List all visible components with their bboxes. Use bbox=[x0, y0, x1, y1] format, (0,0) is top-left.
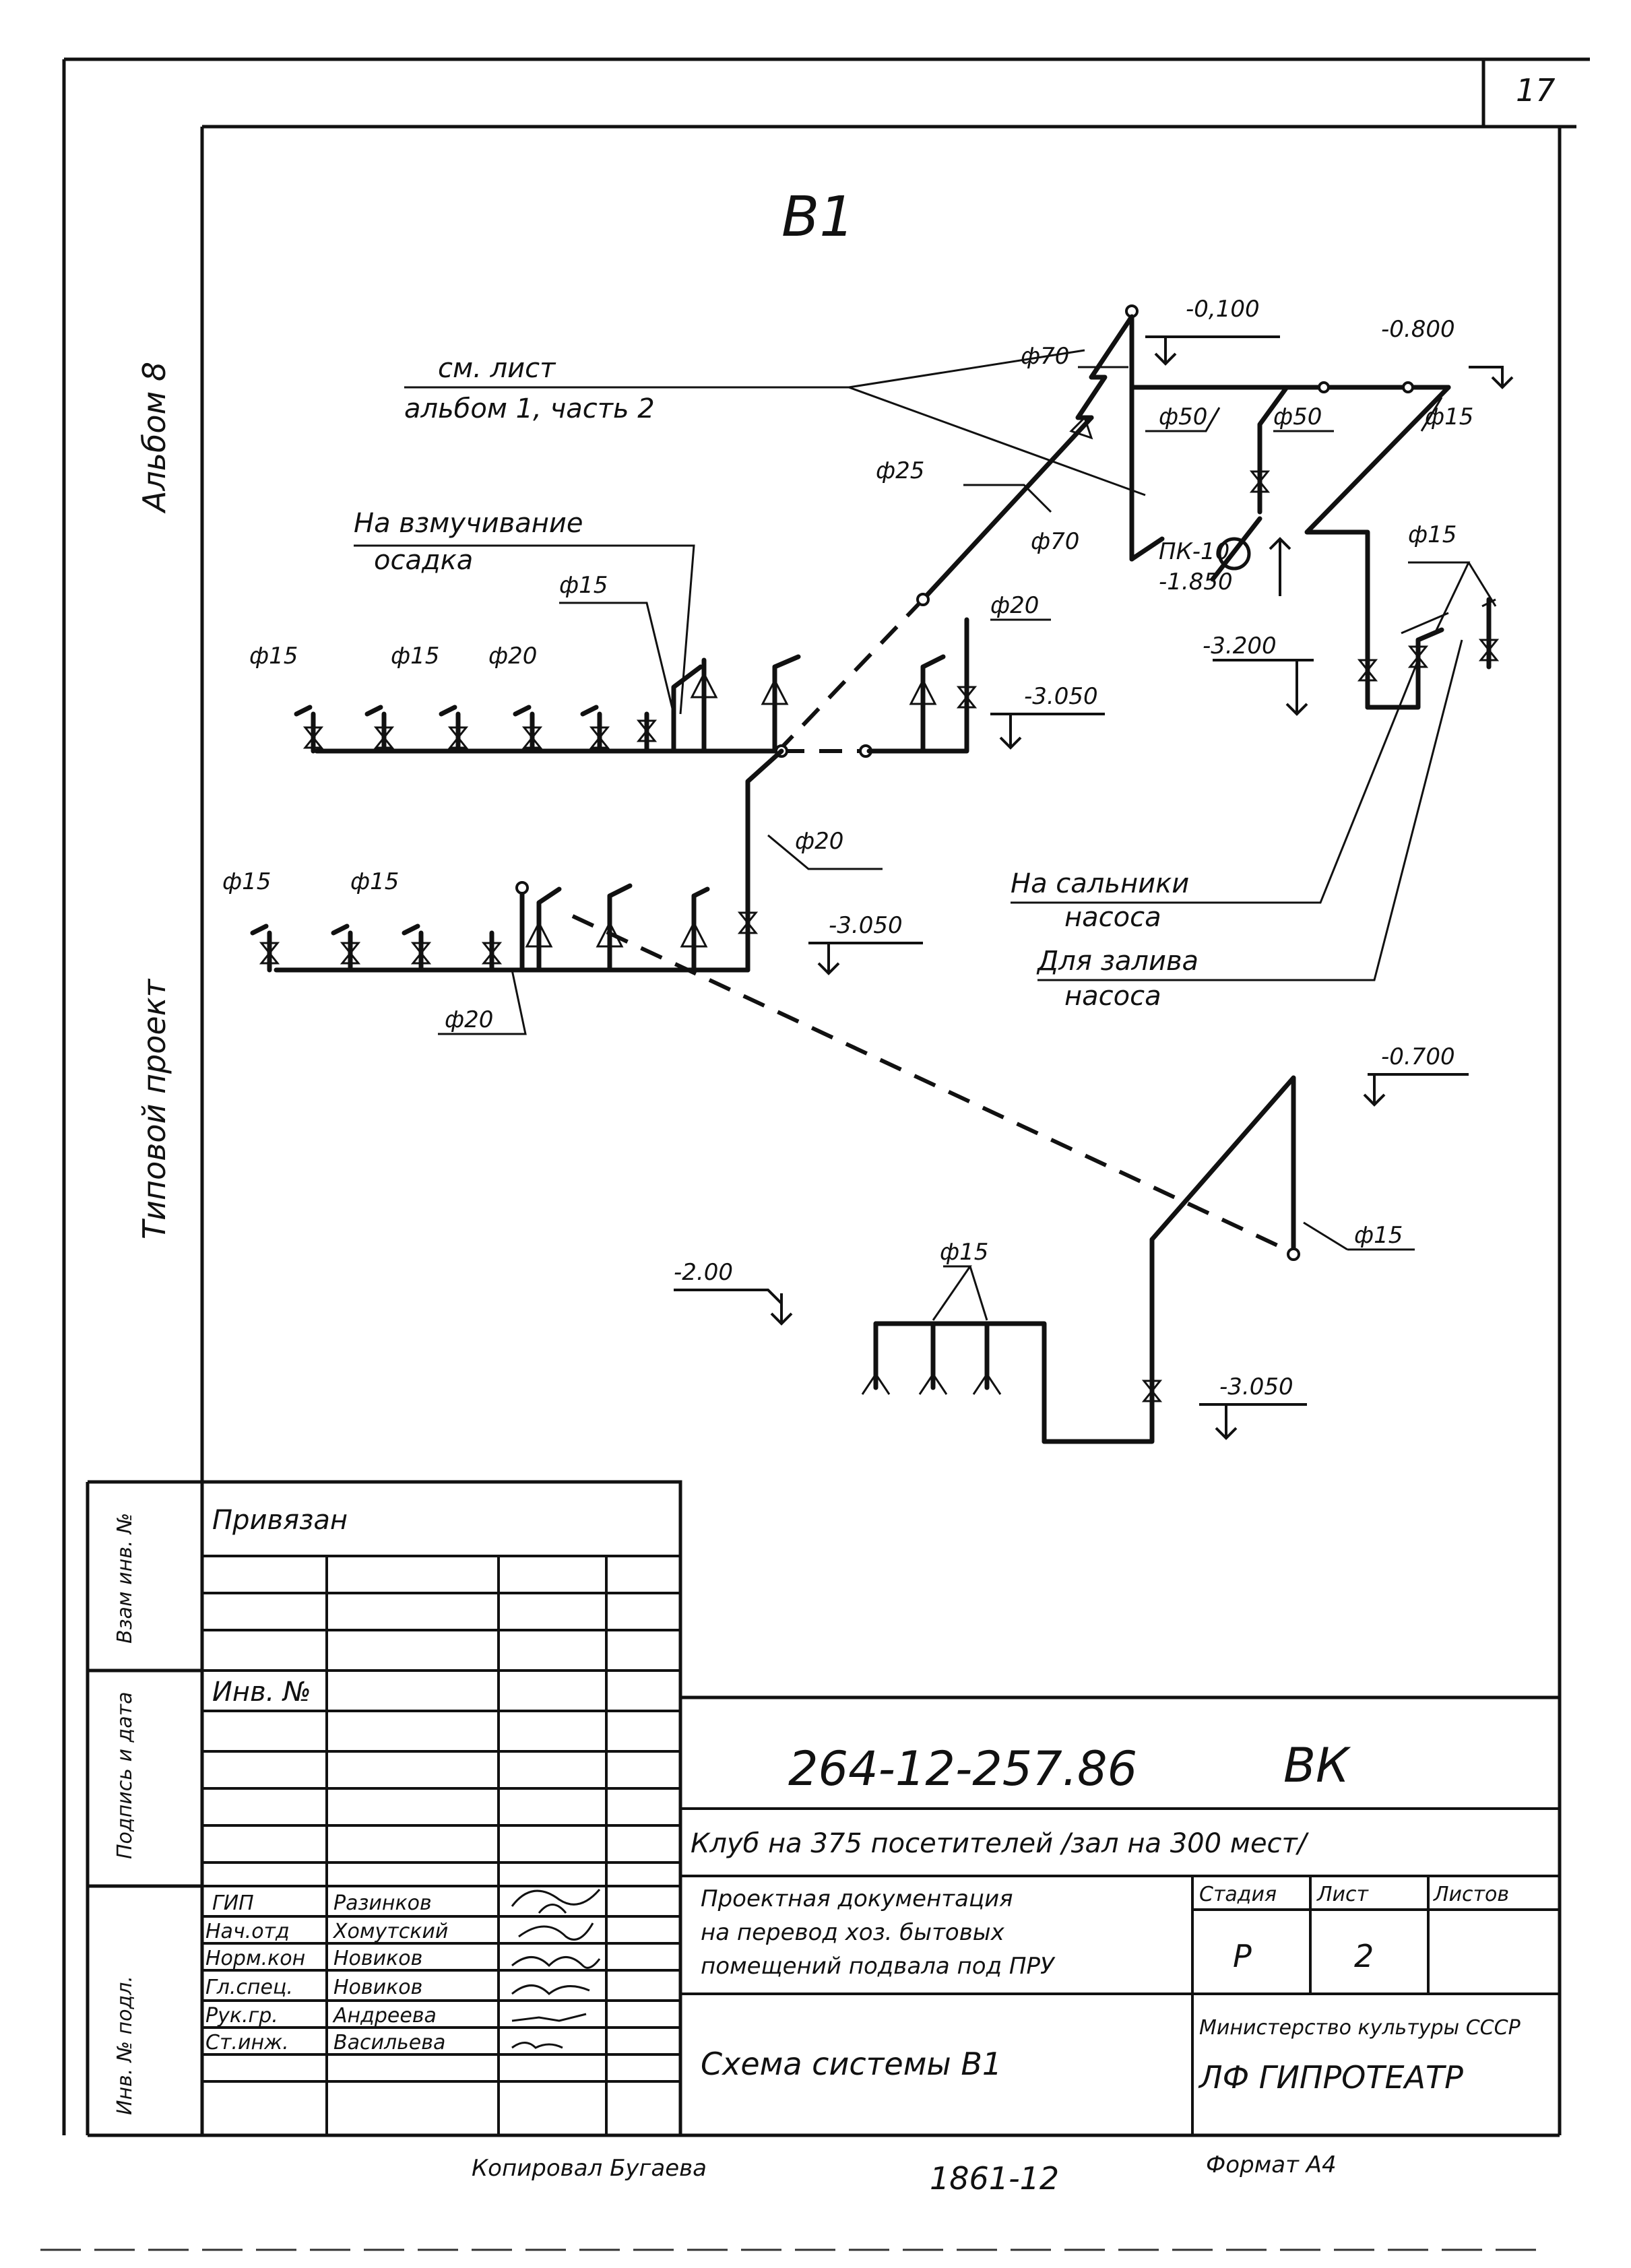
staff-role-4: Рук.гр. bbox=[205, 2004, 278, 2028]
staff-name-2: Новиков bbox=[333, 1947, 422, 1970]
privyazan: Привязан bbox=[212, 1505, 348, 1536]
diam-d15-valve: ф15 bbox=[559, 572, 608, 599]
diam-d20-a: ф20 bbox=[488, 643, 537, 670]
level-3050-b: -3.050 bbox=[829, 912, 903, 939]
lower-loop bbox=[1042, 1075, 1296, 1444]
note-salniki-1: На сальники bbox=[1011, 868, 1189, 899]
staff-name-5: Васильева bbox=[333, 2031, 445, 2054]
stage-value: Р bbox=[1233, 1938, 1252, 1974]
note-vzmuch-2: осадка bbox=[374, 545, 473, 576]
archive-no: 1861-12 bbox=[930, 2160, 1059, 2197]
dashed-link bbox=[571, 914, 1295, 1255]
stamp-vzam: Взам инв. № bbox=[113, 1513, 137, 1644]
diam-d20-mid: ф20 bbox=[795, 828, 843, 855]
diam-d15-top: ф15 bbox=[1425, 403, 1473, 430]
diam-d15-a: ф15 bbox=[249, 643, 298, 670]
diam-d15-right: ф15 bbox=[1408, 521, 1457, 548]
sheet-value: 2 bbox=[1354, 1938, 1374, 1974]
diam-d25: ф25 bbox=[876, 457, 924, 484]
stamp-podpis: Подпись и дата bbox=[113, 1692, 137, 1860]
note-zaliv-1: Для залива bbox=[1036, 946, 1198, 977]
staff-role-5: Ст.инж. bbox=[205, 2031, 289, 2054]
org: ЛФ ГИПРОТЕАТР bbox=[1198, 2059, 1463, 2096]
doc-code: 264-12-257.86 bbox=[788, 1741, 1137, 1796]
diam-d15-c: ф15 bbox=[222, 868, 271, 895]
note-line1: см. лист bbox=[438, 353, 556, 384]
doc-mark: ВК bbox=[1283, 1738, 1351, 1793]
stamp-inv-podl: Инв. № подл. bbox=[113, 1976, 137, 2115]
diam-d50-a: ф50 bbox=[1159, 403, 1207, 430]
level-3050-a: -3.050 bbox=[1024, 683, 1098, 710]
diam-d70-top: ф70 bbox=[1021, 343, 1069, 370]
staff-role-0: ГИП bbox=[212, 1891, 254, 1915]
piping-diagram: ПК-10 bbox=[222, 296, 1514, 1444]
ministry: Министерство культуры СССР bbox=[1199, 2016, 1521, 2040]
page-number: 17 bbox=[1516, 72, 1556, 108]
staff-role-3: Гл.спец. bbox=[205, 1976, 293, 1999]
diam-d15-d: ф15 bbox=[350, 868, 399, 895]
signatures bbox=[511, 1889, 601, 2049]
sheet-title: Схема системы В1 bbox=[701, 2046, 1002, 2082]
pk-label: ПК-10 bbox=[1159, 538, 1229, 565]
diam-d70-mid: ф70 bbox=[1031, 528, 1079, 555]
diam-d15-tri: ф15 bbox=[1354, 1222, 1403, 1249]
diam-d20-low: ф20 bbox=[445, 1006, 493, 1033]
col-sheets: Листов bbox=[1433, 1883, 1509, 1906]
object-name: Клуб на 375 посетителей /зал на 300 мест… bbox=[691, 1828, 1310, 1859]
note-salniki-2: насоса bbox=[1064, 902, 1161, 933]
doc-desc-3: помещений подвала под ПРУ bbox=[701, 1953, 1056, 1980]
doc-desc-2: на перевод хоз. бытовых bbox=[701, 1919, 1005, 1946]
doc-desc-1: Проектная документация bbox=[701, 1885, 1013, 1912]
project-label: Типовой проект bbox=[136, 979, 172, 1239]
pipe-d25 bbox=[920, 415, 1094, 602]
staff-role-2: Норм.кон bbox=[205, 1947, 305, 1970]
diam-d50-b: ф50 bbox=[1273, 403, 1322, 430]
note-vzmuch-1: На взмучивание bbox=[354, 508, 583, 539]
col-stage: Стадия bbox=[1199, 1883, 1277, 1906]
album-label: Альбом 8 bbox=[136, 362, 172, 514]
copied-by: Копировал Бугаева bbox=[472, 2155, 707, 2182]
level-3050-c: -3.050 bbox=[1219, 1373, 1293, 1400]
staff-name-3: Новиков bbox=[333, 1976, 422, 1999]
level-0700: -0.700 bbox=[1381, 1043, 1455, 1070]
level-0100: -0,100 bbox=[1186, 296, 1260, 323]
format: Формат А4 bbox=[1206, 2151, 1337, 2178]
level-200: -2.00 bbox=[674, 1259, 733, 1286]
level-3200: -3.200 bbox=[1203, 633, 1277, 659]
staff-role-1: Нач.отд bbox=[205, 1920, 290, 1943]
diam-d15-bottom: ф15 bbox=[940, 1239, 988, 1266]
staff-name-4: Андреева bbox=[332, 2004, 437, 2028]
staff-name-0: Разинков bbox=[333, 1891, 432, 1915]
note-zaliv-2: насоса bbox=[1064, 981, 1161, 1012]
staff-name-1: Хомутский bbox=[332, 1920, 448, 1943]
col-sheet: Лист bbox=[1316, 1883, 1370, 1906]
inv-no: Инв. № bbox=[212, 1677, 311, 1708]
diam-d20-riser: ф20 bbox=[990, 592, 1039, 619]
level-0800: -0.800 bbox=[1381, 316, 1455, 343]
diam-d15-b: ф15 bbox=[391, 643, 439, 670]
scheme-title: В1 bbox=[781, 185, 854, 249]
title-block: Привязан Инв. № 264-12-257.86 ВК Клуб на… bbox=[202, 1480, 1560, 2135]
note-line2: альбом 1, часть 2 bbox=[404, 393, 655, 424]
level-1850: -1.850 bbox=[1159, 569, 1233, 595]
